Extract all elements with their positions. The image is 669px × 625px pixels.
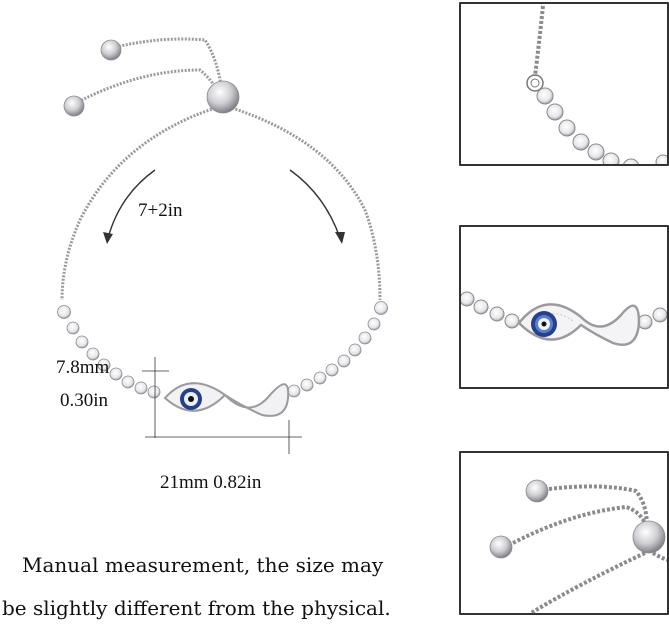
charm-height-in-label: 0.30in [60,390,109,411]
slider-beads-drawing [489,479,667,613]
evil-eye-charm-drawing [461,291,667,346]
bracelet-drawing [57,37,388,454]
detail-view-slider-beads [459,451,669,615]
detail-view-evil-eye-charm [459,225,669,389]
charm-width-label: 21mm 0.82in [160,472,262,493]
main-bracelet-image [57,37,388,454]
infinity-charm [163,382,290,417]
disclaimer-line-1: Manual measurement, the size may [22,553,384,577]
charm-height-mm-label: 7.8mm [56,357,110,378]
disclaimer-line-2: be slightly different from the physical. [2,596,391,620]
chain-stones-drawing [526,5,667,164]
detail-view-chain-stones [459,2,669,166]
adjustable-size-label: 7+2in [138,200,183,221]
